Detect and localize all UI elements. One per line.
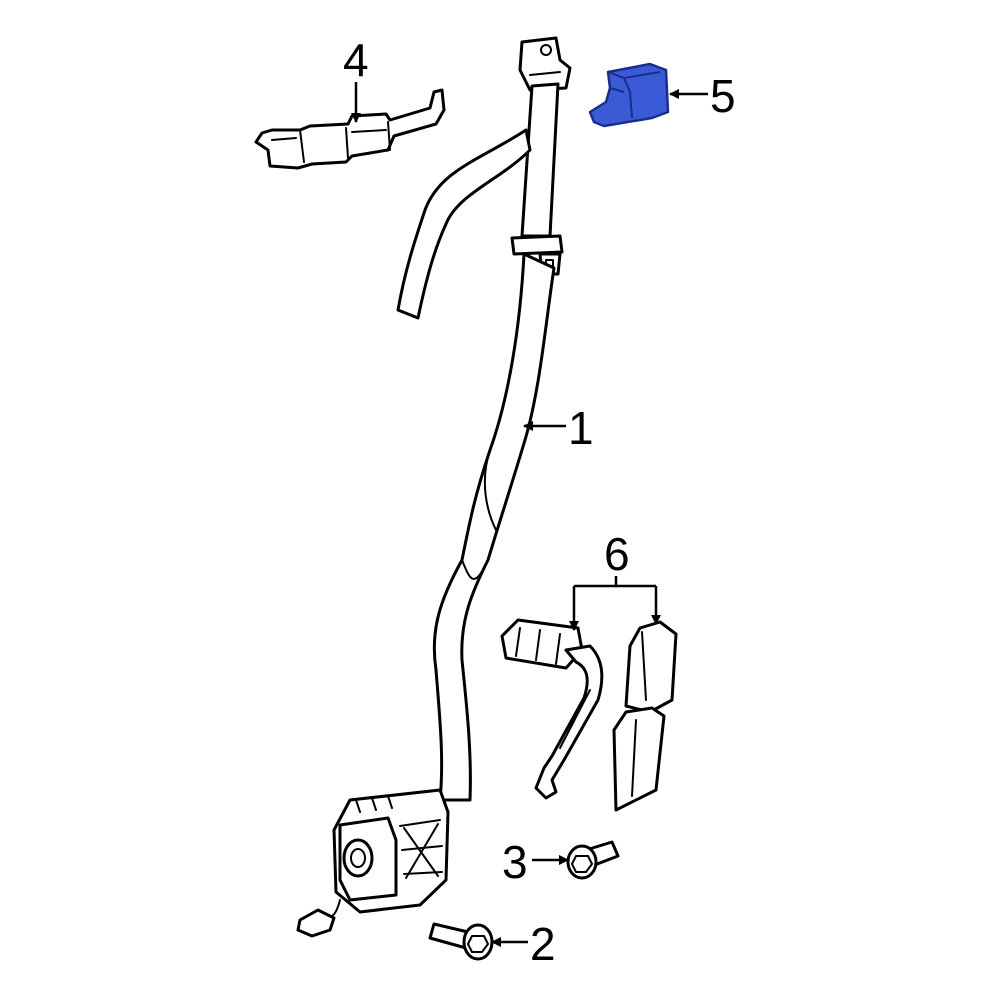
trim-cover-body: [588, 62, 670, 128]
webbing-guide-loop: [510, 234, 564, 256]
trim-cover-top: [607, 71, 661, 119]
retractor-spool: [342, 838, 374, 878]
callout-4: 4: [343, 34, 369, 86]
callout-3: 3: [502, 836, 528, 888]
callout-2: 2: [530, 918, 556, 970]
leader-6-bar: [574, 576, 656, 588]
bolt-2-shaft: [428, 922, 470, 950]
upper-anchor-plate: [518, 36, 572, 92]
callout-1: 1: [568, 402, 594, 454]
buckle-assembly[interactable]: [500, 618, 678, 812]
right-buckle-stalk: [612, 706, 666, 812]
retractor-connector: [296, 908, 336, 938]
mounting-bracket[interactable]: [254, 88, 446, 170]
left-buckle-strap: [534, 644, 604, 800]
upper-webbing: [520, 82, 560, 238]
bolt-2[interactable]: [428, 922, 494, 961]
bracket-body: [254, 88, 446, 170]
bolt-3[interactable]: [566, 840, 620, 880]
callout-6: 6: [604, 528, 630, 580]
seat-belt-assembly[interactable]: [296, 36, 572, 938]
trim-cover[interactable]: [588, 62, 670, 128]
right-buckle-head: [624, 620, 678, 714]
left-buckle-head: [500, 618, 584, 670]
shoulder-webbing: [396, 128, 532, 320]
callout-5: 5: [710, 70, 736, 122]
